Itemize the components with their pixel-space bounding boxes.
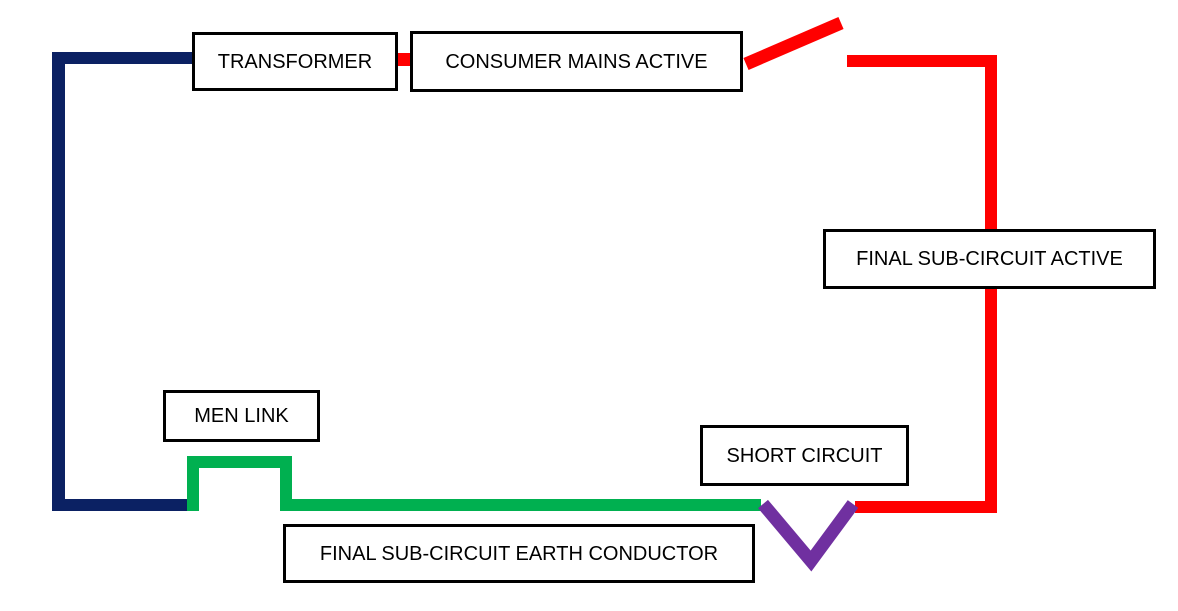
short-circuit-label: SHORT CIRCUIT <box>700 425 909 486</box>
earth-wire-men-step-top <box>187 456 292 468</box>
transformer-wire-top <box>52 52 192 64</box>
transformer-label: TRANSFORMER <box>192 32 398 91</box>
consumer-mains-active-label-text: CONSUMER MAINS ACTIVE <box>445 50 708 73</box>
final-sub-circuit-active-label: FINAL SUB-CIRCUIT ACTIVE <box>823 229 1156 289</box>
men-link-label-text: MEN LINK <box>194 405 289 427</box>
consumer-mains-active-label: CONSUMER MAINS ACTIVE <box>410 31 743 92</box>
short-circuit-v-wire <box>758 499 859 572</box>
active-wire-bottom <box>855 501 997 513</box>
earth-wire-bottom <box>280 499 761 511</box>
final-sub-circuit-earth-conductor-label: FINAL SUB-CIRCUIT EARTH CONDUCTOR <box>283 524 755 583</box>
active-wire-top <box>847 55 997 67</box>
earth-wire-men-step-right <box>280 456 292 511</box>
transformer-wire-left <box>52 52 65 511</box>
earth-wire-men-step-left <box>187 456 199 511</box>
open-switch-blade-icon <box>743 17 844 70</box>
transformer-label-text: TRANSFORMER <box>217 50 373 73</box>
transformer-wire-bottom <box>52 499 188 511</box>
short-circuit-label-text: SHORT CIRCUIT <box>726 444 883 467</box>
men-link-label: MEN LINK <box>163 390 320 442</box>
final-sub-circuit-earth-conductor-label-text: FINAL SUB-CIRCUIT EARTH CONDUCTOR <box>319 542 719 565</box>
final-sub-circuit-active-label-text: FINAL SUB-CIRCUIT ACTIVE <box>856 248 1123 270</box>
consumer-mains-link-wire <box>398 53 410 66</box>
